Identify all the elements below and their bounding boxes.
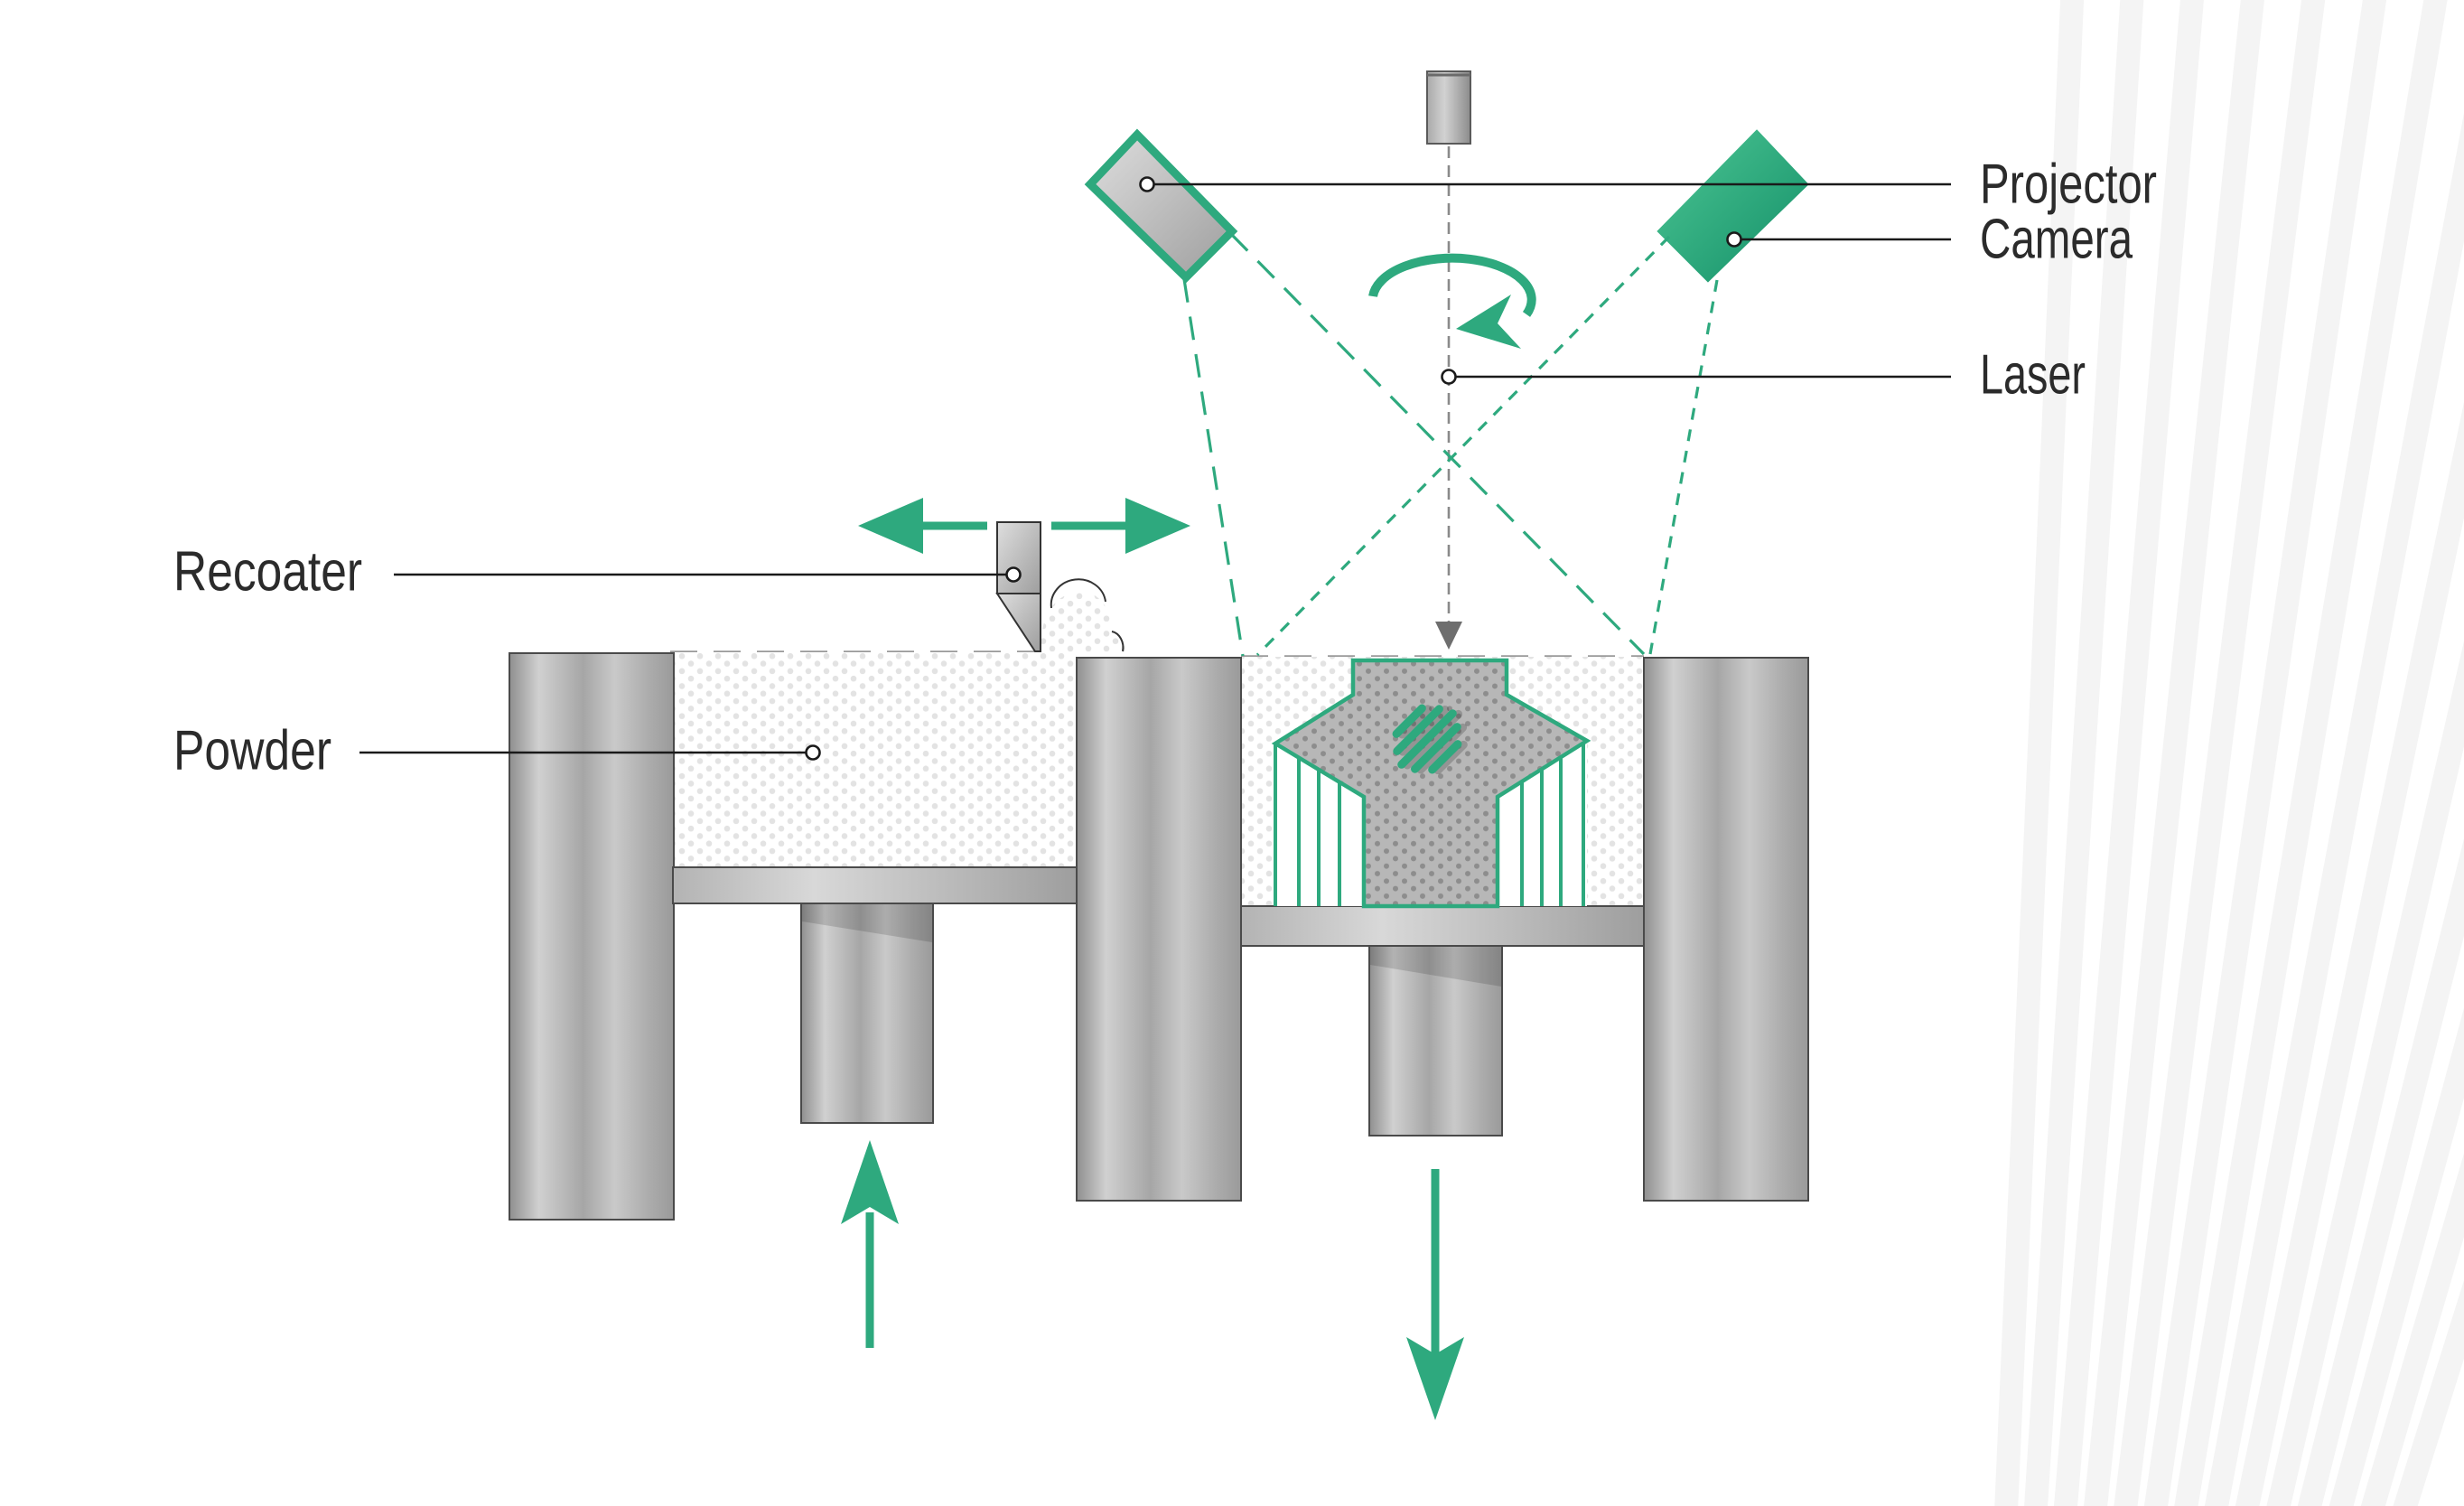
camera-beams [1255, 235, 1719, 657]
projector-device [1084, 128, 1238, 284]
powder-callout-dot [805, 744, 821, 761]
feed-piston-shade [802, 904, 932, 942]
machine-walls [509, 652, 1809, 1221]
feed-platform-assembly [672, 866, 1078, 1124]
callout-dots [805, 176, 1742, 761]
feed-platform [672, 866, 1078, 904]
camera-device [1657, 129, 1809, 283]
label-powder: Powder [173, 720, 331, 782]
build-piston-shade [1370, 947, 1501, 987]
build-piston [1368, 945, 1503, 1137]
label-projector: Projector [1980, 154, 2157, 216]
part-logo [1392, 704, 1468, 775]
laser-source [1426, 70, 1471, 145]
laser-beam [1435, 146, 1462, 650]
projector-beam-right [1229, 232, 1646, 656]
camera-beam-left [1255, 235, 1671, 657]
arrow-right-head [1125, 498, 1190, 554]
left-wall [509, 652, 675, 1221]
camera-beam-right [1648, 279, 1719, 655]
rotation-arrow [1368, 253, 1536, 349]
center-wall [1076, 657, 1242, 1202]
recoater-callout-dot [1005, 566, 1022, 583]
projector-callout-dot [1139, 176, 1155, 192]
feed-piston-up-arrow [841, 1140, 899, 1348]
build-piston-down-arrow [1406, 1169, 1464, 1420]
projector-beam-left [1182, 278, 1245, 657]
laser-callout-dot [1441, 369, 1457, 385]
recoater-blade [995, 521, 1041, 652]
powder-feed-region [670, 652, 1077, 867]
build-platform-assembly [1240, 905, 1645, 1137]
printed-part [1271, 658, 1591, 909]
label-recoater: Recoater [173, 541, 362, 603]
part-supports [1274, 743, 1585, 906]
label-camera: Camera [1980, 209, 2133, 271]
recoater-travel-arrow [858, 498, 1190, 554]
camera-callout-dot [1726, 231, 1742, 248]
powder-mound [1040, 578, 1125, 652]
background-stripes [1994, 0, 2464, 1506]
laser-beam-arrowhead [1435, 622, 1462, 650]
callout-lines [359, 182, 1951, 754]
arrow-left-head [858, 498, 923, 554]
label-laser: Laser [1980, 344, 2086, 407]
right-wall [1643, 657, 1809, 1202]
build-platform [1240, 905, 1645, 947]
feed-piston [800, 903, 934, 1124]
projector-beams [1182, 232, 1646, 657]
